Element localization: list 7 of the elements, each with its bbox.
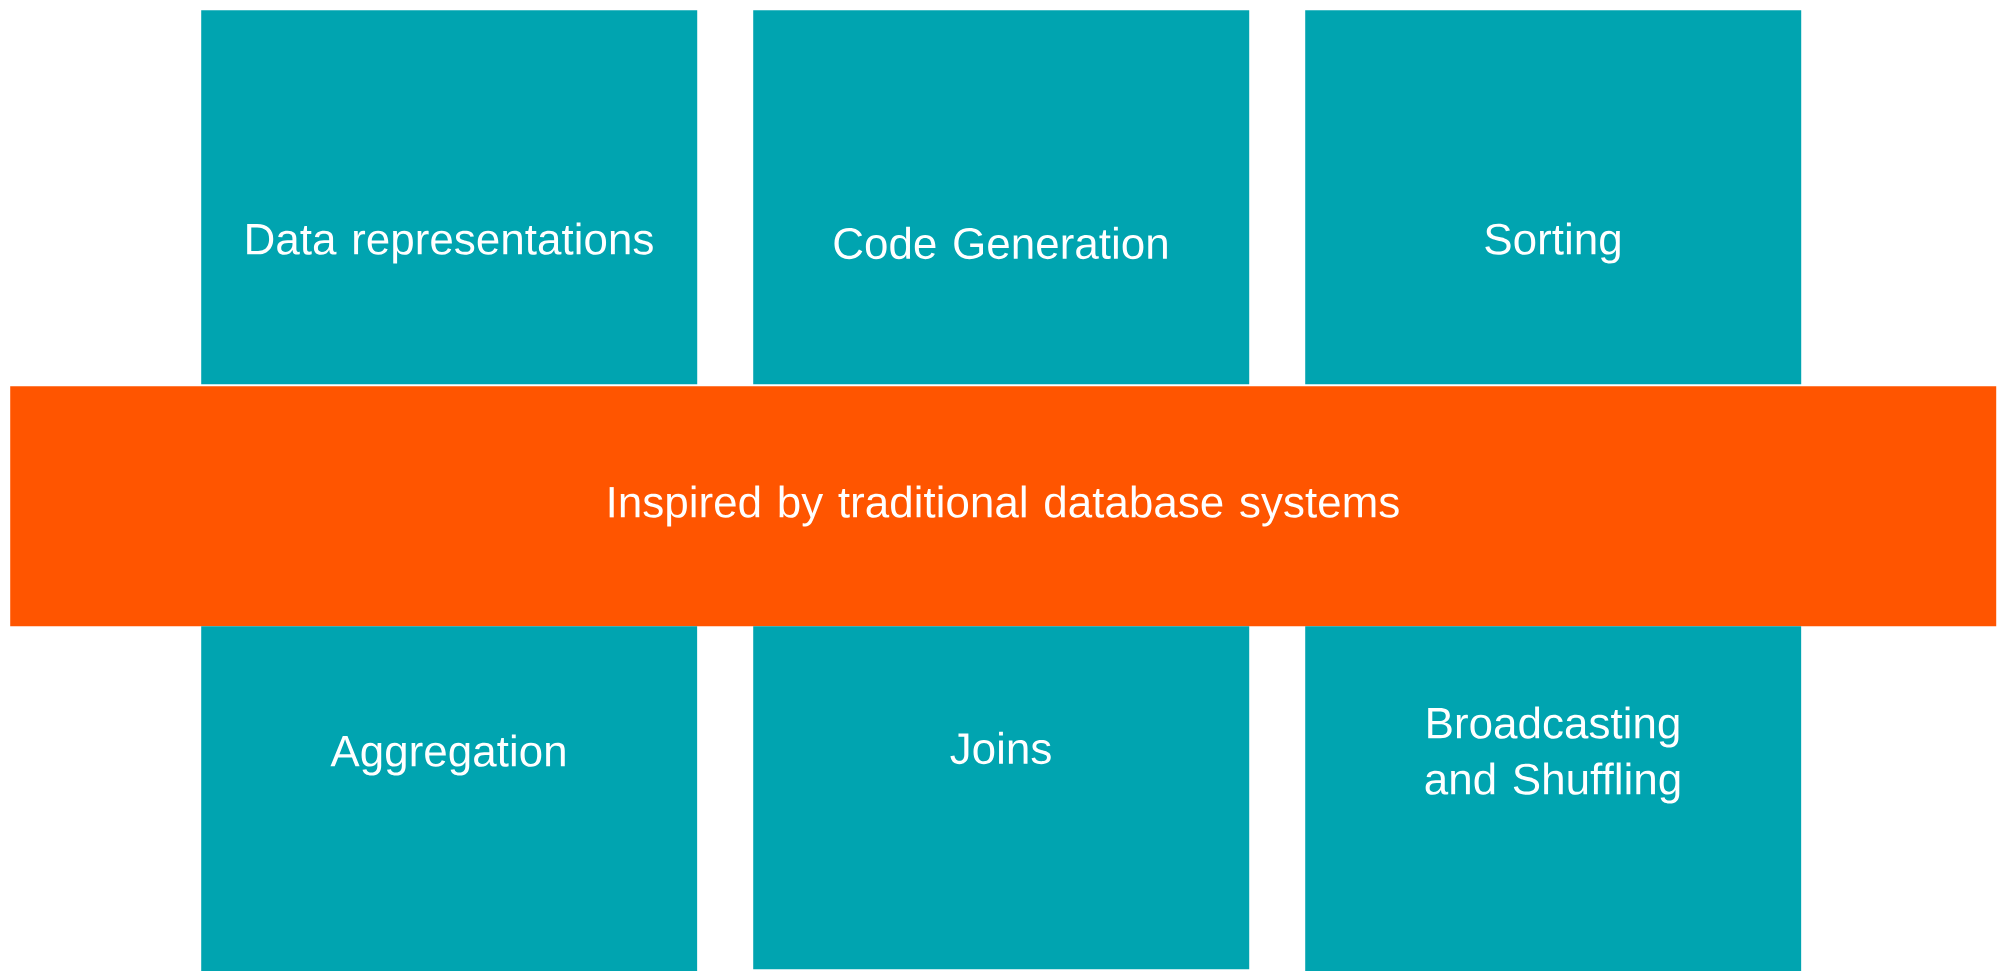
topic-box: Broadcasting and Shuffling: [1305, 626, 1802, 971]
banner: Inspired by traditional database systems: [10, 386, 1997, 627]
topic-box: Joins: [753, 626, 1250, 970]
topic-box: Aggregation: [201, 626, 698, 971]
topic-box: Sorting: [1305, 10, 1802, 385]
topic-box: Data representations: [201, 10, 698, 385]
topic-box: Code Generation: [753, 10, 1250, 385]
